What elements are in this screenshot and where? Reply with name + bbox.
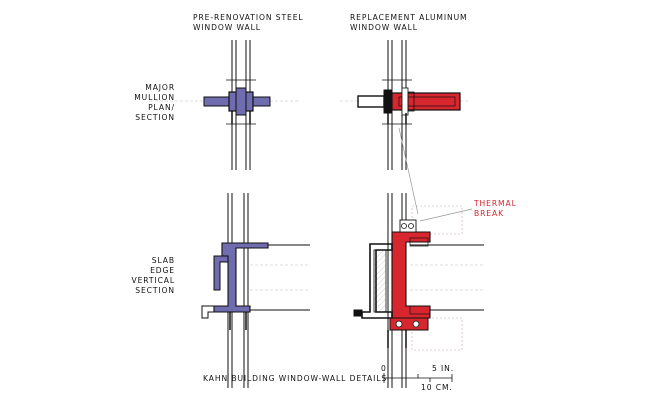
callout-line: THERMAL xyxy=(474,199,517,208)
scale-bar xyxy=(383,373,453,383)
row-heading-line: SLAB xyxy=(151,256,175,265)
column-heading-line: PRE-RENOVATION STEEL xyxy=(193,13,304,22)
scale-zero-label: 0 xyxy=(381,364,387,373)
row-heading-line: MULLION xyxy=(134,93,175,102)
row-heading-mullion: MAJOR MULLION PLAN/ SECTION xyxy=(134,83,175,123)
row-heading-slab-edge: SLAB EDGE VERTICAL SECTION xyxy=(131,256,175,296)
row-heading-line: SECTION xyxy=(135,113,175,122)
steel-mullion-plan xyxy=(150,40,300,170)
drawing-caption: KAHN BUILDING WINDOW-WALL DETAILS xyxy=(203,374,388,383)
steel-slab-edge-section xyxy=(201,193,310,388)
aluminum-mullion-plan xyxy=(340,40,470,170)
column-heading-pre-renovation: PRE-RENOVATION STEEL WINDOW WALL xyxy=(193,13,304,33)
column-heading-line: REPLACEMENT ALUMINUM xyxy=(350,13,468,22)
scale-cm-label: 10 CM. xyxy=(421,383,453,392)
callout-line: BREAK xyxy=(474,209,504,218)
column-heading-line: WINDOW WALL xyxy=(350,23,418,32)
column-heading-replacement: REPLACEMENT ALUMINUM WINDOW WALL xyxy=(350,13,468,33)
row-heading-line: MAJOR xyxy=(145,83,175,92)
scale-inches-label: 5 IN. xyxy=(432,364,455,373)
thermal-break-leader xyxy=(419,208,473,222)
thermal-break-callout: THERMAL BREAK xyxy=(474,199,517,219)
leader-line xyxy=(398,127,419,215)
row-heading-line: EDGE xyxy=(150,266,175,275)
row-heading-line: PLAN/ xyxy=(148,103,175,112)
aluminum-slab-edge-section xyxy=(353,193,484,388)
row-heading-line: VERTICAL xyxy=(131,276,175,285)
row-heading-line: SECTION xyxy=(135,286,175,295)
column-heading-line: WINDOW WALL xyxy=(193,23,261,32)
